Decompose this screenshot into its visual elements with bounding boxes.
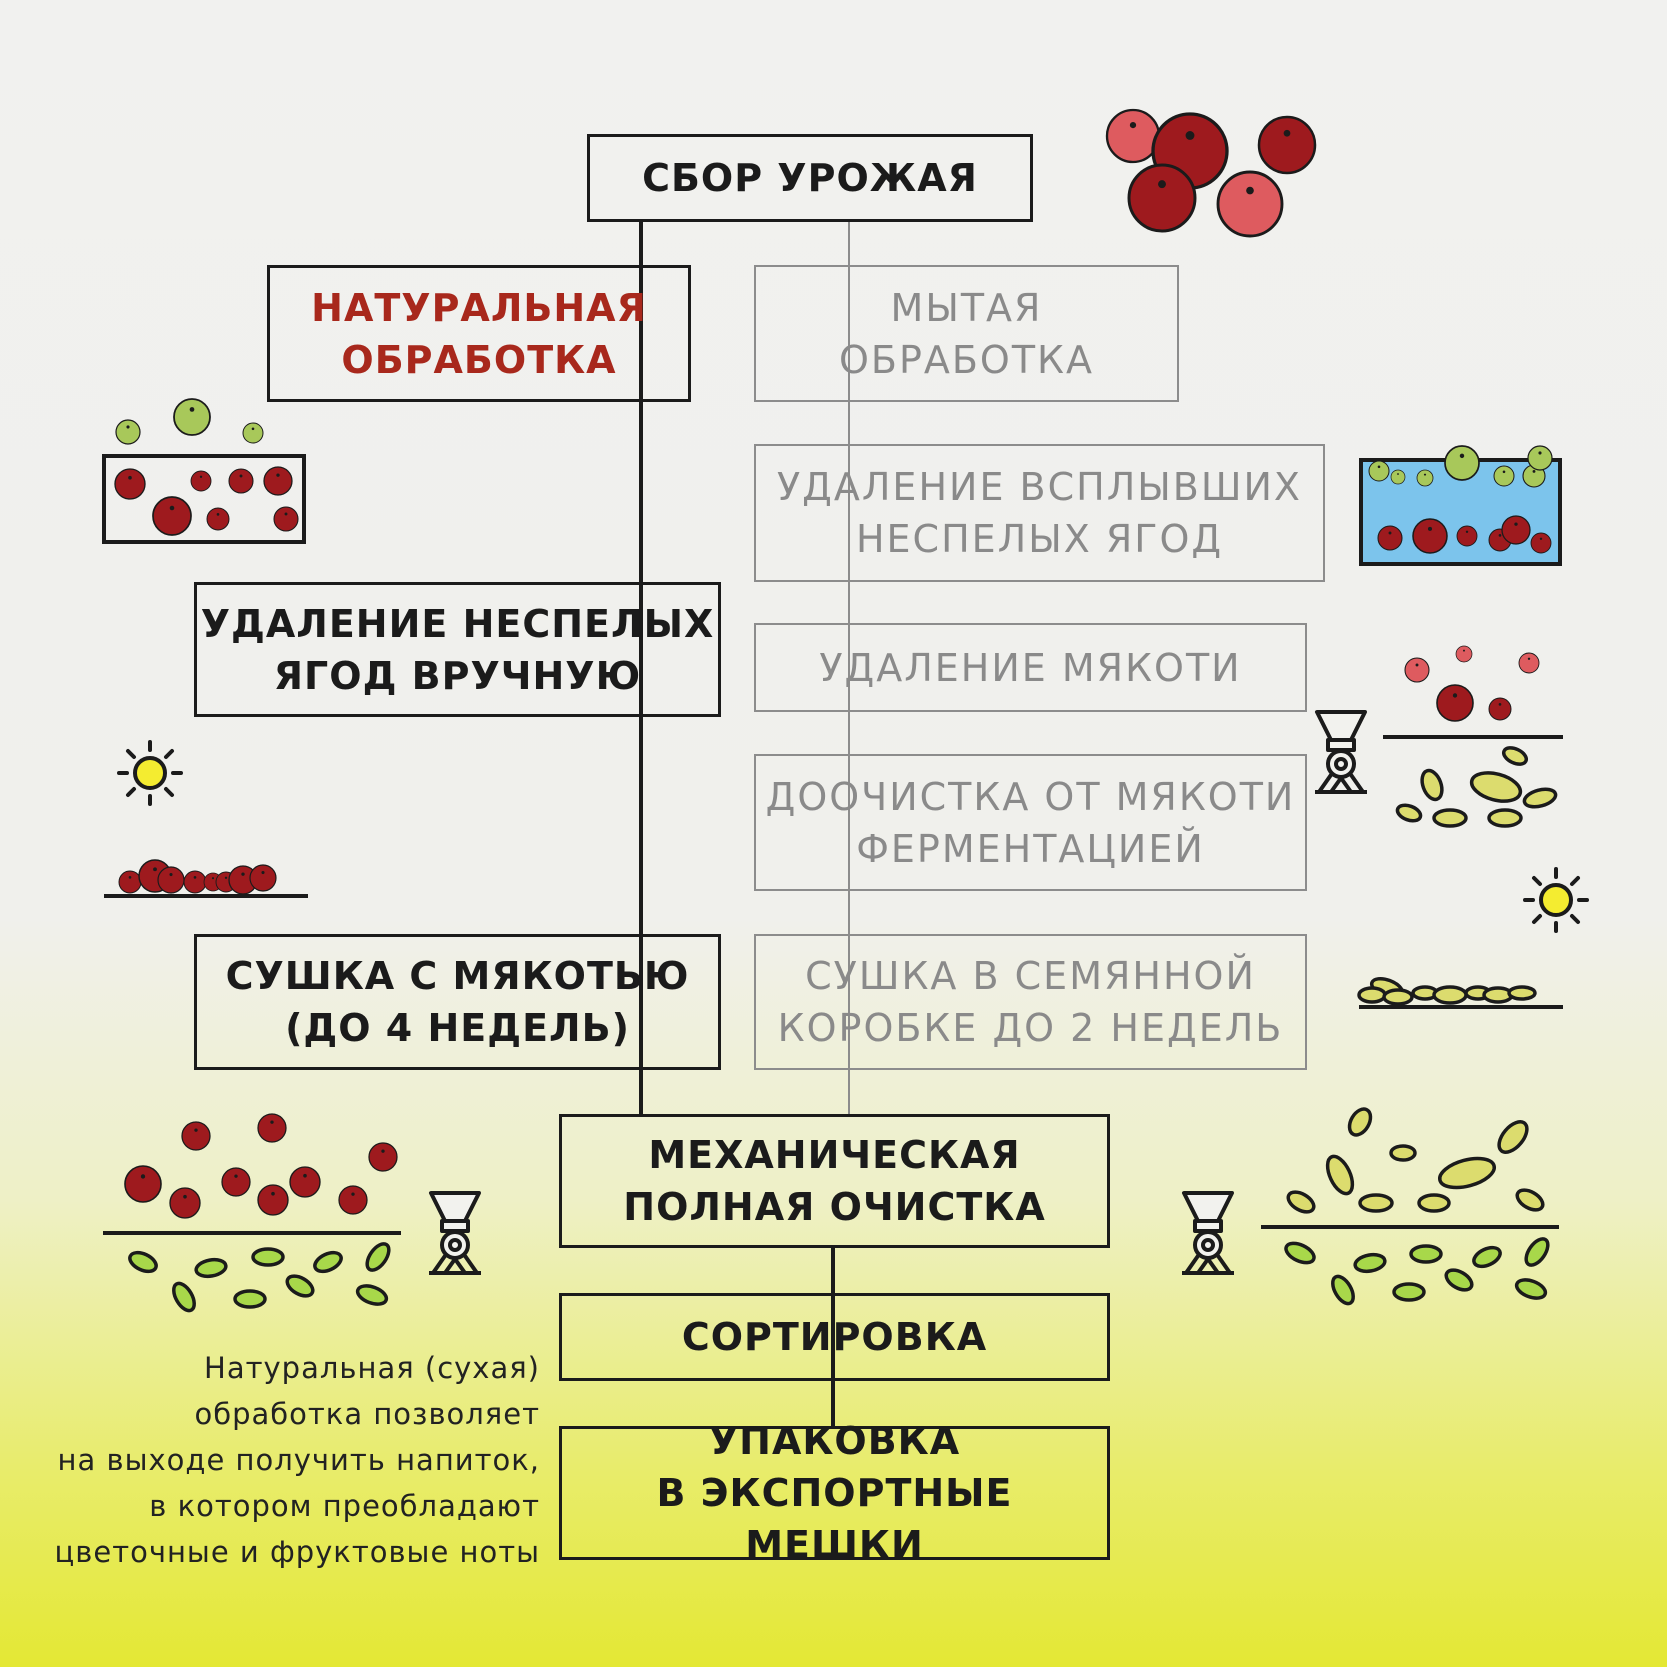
packing-step: УПАКОВКА В ЭКСПОРТНЫЕ МЕШКИ bbox=[559, 1419, 1110, 1567]
sun-icon bbox=[117, 740, 183, 806]
fermentation-line-1: ДООЧИСТКА ОТ МЯКОТИ bbox=[765, 774, 1296, 819]
hulling-machine-icon bbox=[1180, 1191, 1236, 1275]
dry-seed-box-line-1: СУШКА В СЕМЯННОЙ bbox=[805, 954, 1256, 998]
pulp-separation-icon bbox=[1383, 646, 1563, 828]
depulper-machine-icon bbox=[1313, 710, 1369, 794]
pulp-removal-label: УДАЛЕНИЕ МЯКОТИ bbox=[819, 645, 1242, 690]
remove-floating-line-1: УДАЛЕНИЕ ВСПЛЫВШИХ bbox=[777, 465, 1302, 509]
hulled-beans-icon bbox=[103, 1114, 401, 1313]
natural-processing-step: НАТУРАЛЬНАЯ ОБРАБОТКА bbox=[267, 265, 691, 402]
drying-berries-icon bbox=[104, 860, 308, 896]
note-line: Натуральная (сухая) bbox=[204, 1351, 540, 1385]
hand-sort-line-1: УДАЛЕНИЕ НЕСПЕЛЫХ bbox=[200, 601, 715, 646]
sorting-label: СОРТИРОВКА bbox=[681, 1315, 988, 1359]
dry-seed-box-step: СУШКА В СЕМЯННОЙ КОРОБКЕ ДО 2 НЕДЕЛЬ bbox=[754, 934, 1307, 1070]
mechanical-line-1: МЕХАНИЧЕСКАЯ bbox=[648, 1133, 1021, 1177]
note-line: цветочные и фруктовые ноты bbox=[54, 1535, 540, 1569]
dry-with-pulp-step: СУШКА С МЯКОТЬЮ (ДО 4 НЕДЕЛЬ) bbox=[194, 934, 721, 1070]
remove-floating-berries-step: УДАЛЕНИЕ ВСПЛЫВШИХ НЕСПЕЛЫХ ЯГОД bbox=[754, 444, 1325, 582]
remove-floating-line-2: НЕСПЕЛЫХ ЯГОД bbox=[855, 517, 1224, 561]
packing-line-1: УПАКОВКА bbox=[708, 1419, 961, 1463]
sorting-step: СОРТИРОВКА bbox=[559, 1293, 1110, 1381]
berries-cluster-icon bbox=[1107, 110, 1315, 236]
washed-processing-line-2: ОБРАБОТКА bbox=[838, 337, 1095, 382]
natural-processing-line-1: НАТУРАЛЬНАЯ bbox=[311, 285, 647, 330]
note-line: в котором преобладают bbox=[149, 1489, 540, 1523]
note-line: обработка позволяет bbox=[194, 1397, 540, 1431]
hulling-machine-icon bbox=[427, 1191, 483, 1275]
natural-processing-note: Натуральная (сухая) обработка позволяет … bbox=[20, 1345, 540, 1575]
water-tank-icon bbox=[1359, 446, 1562, 566]
hulled-beans-icon bbox=[1261, 1107, 1559, 1306]
fermentation-line-2: ФЕРМЕНТАЦИЕЙ bbox=[856, 826, 1205, 871]
natural-processing-line-2: ОБРАБОТКА bbox=[341, 337, 617, 382]
pulp-removal-step: УДАЛЕНИЕ МЯКОТИ bbox=[754, 623, 1307, 712]
hand-sort-unripe-step: УДАЛЕНИЕ НЕСПЕЛЫХ ЯГОД ВРУЧНУЮ bbox=[194, 582, 721, 717]
hand-sort-line-2: ЯГОД ВРУЧНУЮ bbox=[273, 653, 642, 698]
dry-with-pulp-line-2: (ДО 4 НЕДЕЛЬ) bbox=[285, 1006, 630, 1050]
drying-beans-icon bbox=[1357, 976, 1563, 1009]
note-line: на выходе получить напиток, bbox=[57, 1443, 540, 1477]
dry-with-pulp-line-1: СУШКА С МЯКОТЬЮ bbox=[225, 954, 690, 998]
sun-icon bbox=[1523, 867, 1589, 933]
berry-sorting-tray-icon bbox=[102, 399, 306, 542]
mechanical-hulling-step: МЕХАНИЧЕСКАЯ ПОЛНАЯ ОЧИСТКА bbox=[559, 1114, 1110, 1248]
washed-processing-step: МЫТАЯ ОБРАБОТКА bbox=[754, 265, 1179, 402]
washed-processing-line-1: МЫТАЯ bbox=[890, 285, 1043, 330]
harvest-step-label: СБОР УРОЖАЯ bbox=[642, 156, 978, 200]
packing-line-2: В ЭКСПОРТНЫЕ МЕШКИ bbox=[656, 1471, 1013, 1567]
fermentation-step: ДООЧИСТКА ОТ МЯКОТИ ФЕРМЕНТАЦИЕЙ bbox=[754, 754, 1307, 891]
harvest-step: СБОР УРОЖАЯ bbox=[587, 134, 1033, 222]
dry-seed-box-line-2: КОРОБКЕ ДО 2 НЕДЕЛЬ bbox=[777, 1006, 1284, 1050]
mechanical-line-2: ПОЛНАЯ ОЧИСТКА bbox=[623, 1185, 1046, 1229]
